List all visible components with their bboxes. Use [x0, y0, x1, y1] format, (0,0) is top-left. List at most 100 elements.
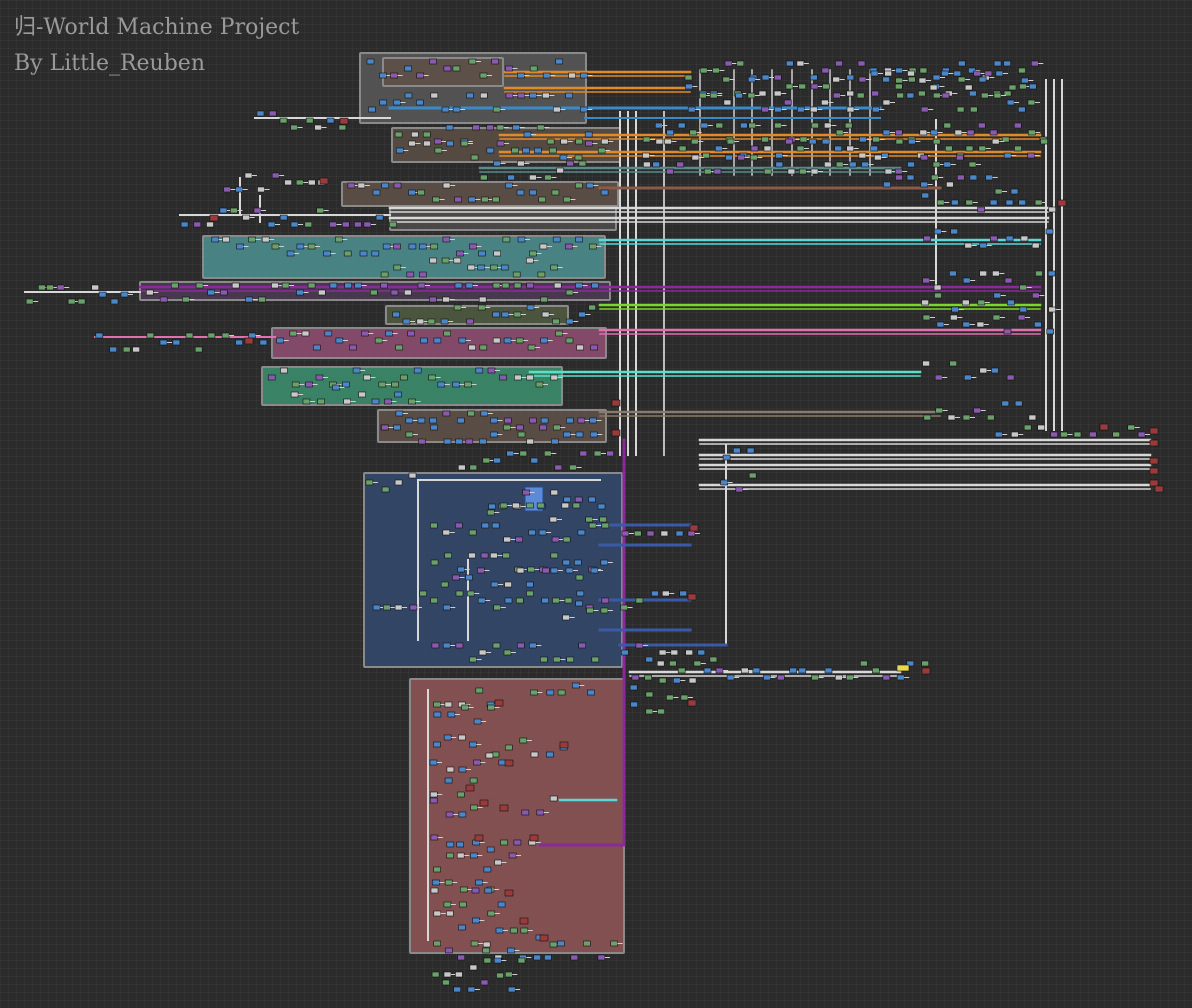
graph-node	[956, 174, 965, 181]
graph-node	[846, 145, 855, 152]
graph-node	[222, 236, 230, 243]
graph-node	[556, 167, 564, 174]
graph-node	[525, 581, 534, 588]
graph-node	[284, 179, 292, 186]
graph-node	[404, 65, 412, 72]
graph-node	[635, 642, 644, 649]
graph-node	[504, 597, 513, 604]
graph-node	[555, 330, 563, 337]
graph-node	[489, 431, 498, 438]
graph-node	[302, 398, 311, 405]
graph-node	[417, 282, 426, 289]
graph-node	[468, 529, 477, 536]
graph-node	[934, 292, 942, 299]
graph-node	[562, 614, 570, 621]
graph-node	[280, 367, 288, 374]
graph-node	[509, 927, 518, 934]
graph-node	[687, 530, 696, 537]
graph-node	[469, 777, 478, 784]
output-node	[687, 699, 697, 707]
graph-node	[746, 447, 755, 454]
graph-node	[465, 574, 473, 581]
graph-node	[930, 129, 939, 136]
graph-node	[444, 701, 453, 708]
graph-node	[835, 60, 843, 67]
graph-node	[599, 516, 607, 523]
graph-node	[464, 381, 472, 388]
graph-node	[357, 182, 366, 189]
graph-node	[429, 417, 437, 424]
graph-node	[870, 145, 879, 152]
output-node	[504, 889, 514, 897]
graph-node	[276, 337, 285, 344]
graph-node	[521, 809, 530, 816]
graph-node	[989, 199, 998, 206]
graph-node	[535, 381, 544, 388]
graph-node	[289, 330, 298, 337]
graph-node	[493, 604, 502, 611]
graph-node	[341, 221, 350, 228]
graph-node	[479, 438, 487, 445]
graph-node	[312, 344, 321, 351]
graph-node	[600, 607, 609, 614]
graph-node	[268, 110, 277, 117]
graph-node	[923, 235, 931, 242]
graph-node	[543, 450, 552, 457]
graph-node	[1112, 431, 1120, 438]
graph-node	[763, 168, 772, 175]
graph-node	[132, 346, 140, 353]
graph-node	[720, 479, 729, 486]
graph-node	[654, 122, 663, 129]
graph-node	[715, 667, 724, 674]
graph-node	[872, 667, 880, 674]
graph-node	[1060, 431, 1068, 438]
graph-node	[964, 84, 973, 91]
graph-node	[895, 174, 903, 181]
graph-node	[630, 701, 638, 708]
graph-node	[235, 186, 243, 193]
graph-node	[442, 604, 451, 611]
graph-node	[512, 502, 520, 509]
graph-node	[440, 318, 449, 325]
graph-node	[661, 590, 670, 597]
graph-node	[544, 174, 552, 181]
graph-node	[430, 92, 439, 99]
graph-node	[467, 410, 475, 417]
graph-node	[700, 122, 709, 129]
graph-node	[468, 741, 477, 748]
graph-node	[1047, 270, 1056, 277]
graph-node	[860, 660, 868, 667]
graph-node	[343, 250, 352, 257]
graph-node	[418, 243, 427, 250]
graph-node	[443, 971, 452, 978]
graph-node	[657, 708, 665, 715]
graph-node	[748, 472, 757, 479]
graph-node	[405, 417, 414, 424]
graph-node	[395, 147, 404, 154]
graph-node	[446, 140, 454, 147]
graph-node	[329, 282, 338, 289]
graph-node	[1005, 235, 1014, 242]
graph-node	[652, 161, 661, 168]
graph-node	[452, 106, 461, 113]
graph-node	[578, 642, 587, 649]
graph-node	[91, 284, 99, 291]
graph-node	[1035, 270, 1043, 277]
graph-node	[519, 737, 528, 744]
graph-node	[475, 879, 483, 886]
graph-node	[1040, 138, 1048, 145]
graph-node	[642, 152, 650, 159]
graph-node	[428, 374, 436, 381]
graph-node	[575, 600, 583, 607]
graph-node	[258, 296, 266, 303]
graph-node	[785, 138, 793, 145]
graph-node	[749, 154, 758, 161]
graph-node	[525, 257, 534, 264]
graph-node	[585, 140, 593, 147]
graph-node	[550, 552, 559, 559]
graph-node	[508, 852, 517, 859]
graph-node	[371, 250, 380, 257]
graph-node	[698, 92, 707, 99]
